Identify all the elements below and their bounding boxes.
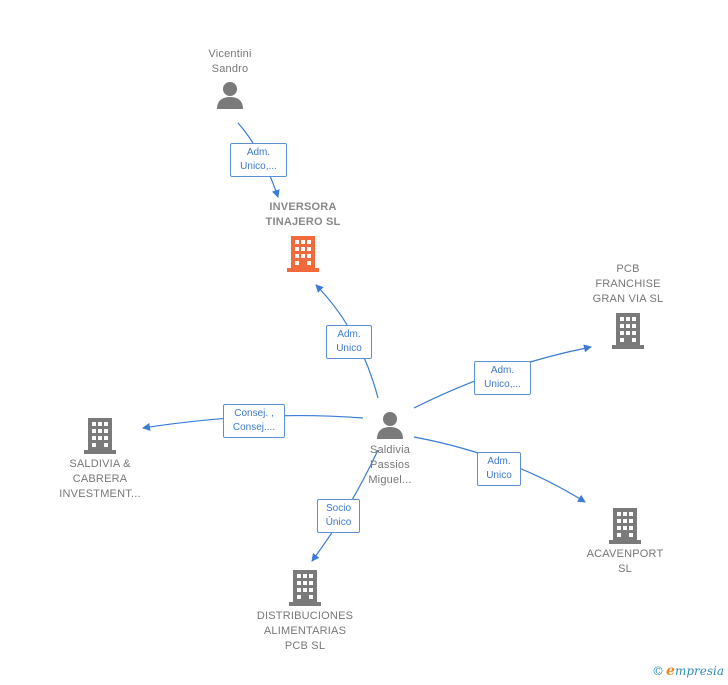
copyright-symbol: © <box>652 664 665 678</box>
node-saldivia-cabrera[interactable]: SALDIVIA & CABRERA INVESTMENT... <box>45 418 155 502</box>
edge-label-saldivia-inversora[interactable]: Adm. Unico <box>326 325 372 359</box>
edge-label-saldivia-cabrera[interactable]: Consej. , Consej.... <box>223 404 285 438</box>
building-icon <box>287 236 319 272</box>
building-icon <box>612 313 644 349</box>
node-label: INVERSORA TINAJERO SL <box>265 201 341 228</box>
node-label: SALDIVIA & CABRERA INVESTMENT... <box>59 458 141 500</box>
node-inversora-tinajero[interactable]: INVERSORA TINAJERO SL <box>243 200 363 272</box>
brand-initial: e <box>666 663 675 679</box>
edge-label-saldivia-pcb[interactable]: Adm. Unico,... <box>474 361 531 395</box>
node-pcb-franchise[interactable]: PCB FRANCHISE GRAN VIA SL <box>578 262 678 349</box>
node-saldivia-passios[interactable]: Saldivia Passios Miguel... <box>348 410 432 488</box>
node-label: Vicentini Sandro <box>208 48 252 75</box>
empresia-logo: ©empresia <box>652 663 724 679</box>
person-icon <box>377 412 403 439</box>
building-icon <box>609 508 641 544</box>
brand-name: mpresia <box>674 664 724 678</box>
building-icon <box>289 570 321 606</box>
node-label: PCB FRANCHISE GRAN VIA SL <box>592 263 664 305</box>
building-icon <box>84 418 116 454</box>
node-vicentini-sandro[interactable]: Vicentini Sandro <box>190 47 270 110</box>
node-label: DISTRIBUCIONES ALIMENTARIAS PCB SL <box>256 610 354 652</box>
node-acavenport[interactable]: ACAVENPORT SL <box>575 508 675 577</box>
node-distribuciones-alimentarias[interactable]: DISTRIBUCIONES ALIMENTARIAS PCB SL <box>240 570 370 654</box>
node-label: Saldivia Passios Miguel... <box>368 444 412 486</box>
person-icon <box>217 82 243 109</box>
edge-label-vicentini-inversora[interactable]: Adm. Unico,... <box>230 143 287 177</box>
edge-label-saldivia-acavenport[interactable]: Adm. Unico <box>477 452 521 486</box>
node-label: ACAVENPORT SL <box>586 548 664 575</box>
edge-label-saldivia-distribuciones[interactable]: Socio Único <box>317 499 360 533</box>
